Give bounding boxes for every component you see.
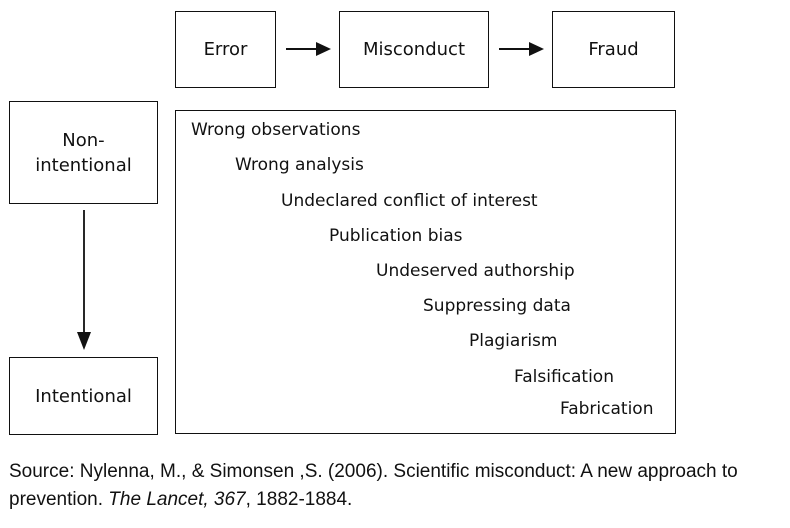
spectrum-item-wrong-observations: Wrong observations bbox=[191, 120, 361, 140]
spectrum-item-falsification: Falsification bbox=[514, 367, 614, 387]
error-label: Error bbox=[203, 39, 248, 60]
nonintentional-label-line2: intentional bbox=[35, 154, 132, 176]
citation-prefix: Source: Nylenna, M., & Simonsen ,S. (200… bbox=[9, 461, 738, 510]
error-to-misconduct-arrow bbox=[286, 42, 331, 56]
source-citation: Source: Nylenna, M., & Simonsen ,S. (200… bbox=[9, 458, 784, 514]
nonintentional-to-intentional-arrow bbox=[77, 210, 91, 350]
citation-suffix: , 1882-1884. bbox=[245, 489, 353, 510]
citation-journal: The Lancet, 367 bbox=[108, 489, 246, 510]
nonintentional-label: Non- intentional bbox=[10, 102, 157, 203]
spectrum-item-publication-bias: Publication bias bbox=[329, 226, 463, 246]
spectrum-item-fabrication: Fabrication bbox=[560, 399, 654, 419]
misconduct-label: Misconduct bbox=[362, 39, 465, 60]
fraud-box: Fraud bbox=[552, 11, 675, 88]
intentional-box: Intentional bbox=[9, 357, 158, 435]
fraud-label: Fraud bbox=[588, 39, 639, 60]
spectrum-item-plagiarism: Plagiarism bbox=[469, 331, 558, 351]
misconduct-box: Misconduct bbox=[339, 11, 489, 88]
spectrum-item-wrong-analysis: Wrong analysis bbox=[235, 155, 364, 175]
nonintentional-box: Non- intentional bbox=[9, 101, 158, 204]
error-box: Error bbox=[175, 11, 276, 88]
spectrum-item-undeserved-authorship: Undeserved authorship bbox=[376, 261, 575, 281]
nonintentional-label-line1: Non- bbox=[62, 129, 105, 151]
spectrum-item-suppressing-data: Suppressing data bbox=[423, 296, 571, 316]
misconduct-spectrum-box bbox=[175, 110, 676, 434]
spectrum-item-undeclared-conflict: Undeclared conflict of interest bbox=[281, 191, 538, 211]
intentional-label: Intentional bbox=[35, 385, 132, 407]
misconduct-to-fraud-arrow bbox=[499, 42, 544, 56]
